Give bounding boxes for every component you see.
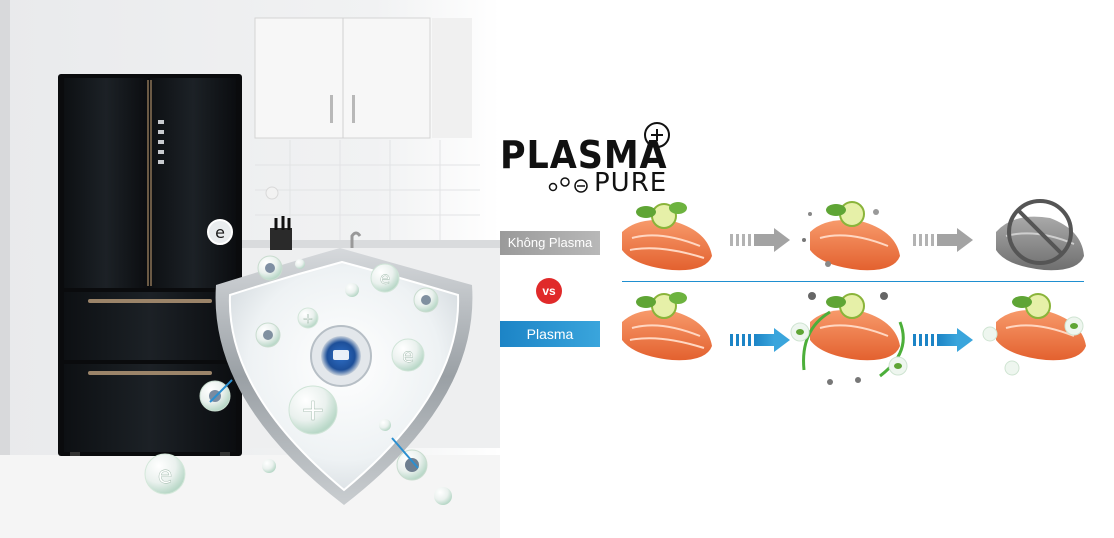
vs-badge: vs bbox=[536, 278, 562, 304]
salmon-spoiled-icon bbox=[996, 199, 1084, 271]
svg-text:e: e bbox=[402, 345, 414, 367]
leaf-icon bbox=[1070, 323, 1078, 329]
plasma-shield bbox=[215, 248, 473, 505]
brand-logo-subtitle: PURE bbox=[594, 168, 668, 198]
arrow-right-icon bbox=[730, 228, 790, 252]
arrow-right-icon bbox=[730, 328, 790, 352]
salmon-fresh-icon bbox=[982, 293, 1086, 376]
prohibited-icon bbox=[1016, 208, 1064, 256]
refrigerator: e bbox=[58, 74, 242, 456]
without-plasma-label: Không Plasma bbox=[500, 231, 600, 255]
svg-text:e: e bbox=[380, 269, 390, 289]
svg-text:+: + bbox=[303, 312, 314, 327]
svg-text:+: + bbox=[300, 393, 325, 428]
salmon-contaminated-icon bbox=[802, 201, 900, 271]
arrow-right-icon bbox=[913, 228, 973, 252]
svg-text:e: e bbox=[158, 461, 173, 489]
arrow-right-icon bbox=[913, 328, 973, 352]
electron-bubbles: e e e + + bbox=[144, 186, 452, 505]
brand-logo-title: PLASMA bbox=[500, 133, 668, 177]
row-divider bbox=[622, 281, 1084, 282]
with-plasma-row bbox=[622, 292, 1086, 385]
svg-text:e: e bbox=[215, 223, 225, 242]
with-plasma-label: Plasma bbox=[500, 321, 600, 347]
salmon-protected-icon bbox=[790, 292, 908, 385]
without-plasma-row bbox=[622, 199, 1084, 271]
bacteria-icon bbox=[808, 292, 816, 300]
salmon-fresh-icon bbox=[622, 202, 712, 271]
ion-bubbles-icon bbox=[548, 177, 588, 193]
plus-icon bbox=[644, 122, 670, 148]
salmon-fresh-icon bbox=[622, 292, 712, 361]
